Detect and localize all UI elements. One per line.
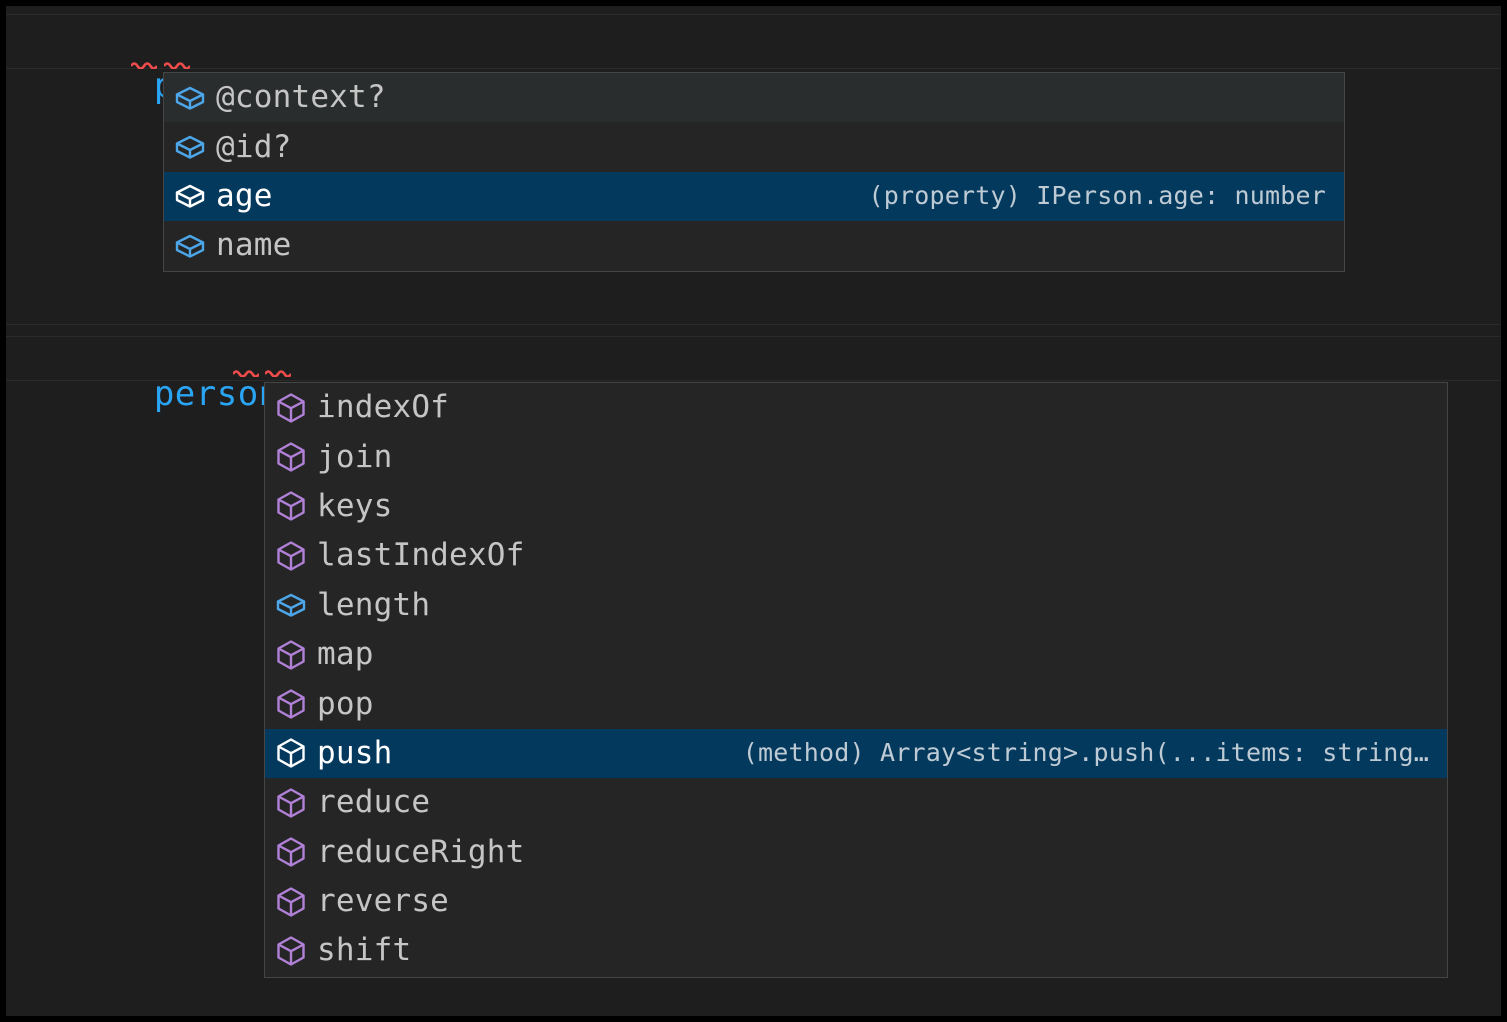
- suggest-item-label: reverse: [317, 883, 450, 920]
- suggest-item-age[interactable]: age (property) IPerson.age: number: [164, 171, 1344, 222]
- editor-screen: person.; person.name.; @context?@id?age(…: [6, 6, 1501, 1016]
- suggest-item-reverse[interactable]: reverse: [265, 876, 1447, 927]
- suggest-item-label: reduceRight: [317, 833, 525, 870]
- suggest-item-detail: (method) Array<string>.push(...items: st…: [742, 740, 1429, 767]
- property-cube-icon: [172, 129, 208, 165]
- suggest-item-indexof[interactable]: indexOf: [265, 383, 1447, 433]
- method-cube-icon: [273, 785, 309, 821]
- suggest-item-reduce[interactable]: reduce: [265, 778, 1447, 828]
- suggest-item-label: @context?: [216, 79, 386, 116]
- suggest-item-length[interactable]: length: [265, 580, 1447, 630]
- method-cube-icon: [273, 735, 309, 771]
- method-cube-icon: [273, 686, 309, 722]
- suggest-widget-person-name[interactable]: indexOf join keys lastIndexOf length map pop pu…: [264, 382, 1448, 978]
- suggest-item-label: pop: [317, 685, 374, 722]
- editor-rule-line2-top: [6, 336, 1501, 337]
- suggest-item-label: shift: [317, 932, 412, 969]
- suggest-item-label: push: [317, 734, 393, 771]
- method-cube-icon: [273, 538, 309, 574]
- suggest-item-label: reduce: [317, 784, 431, 821]
- suggest-item-label: lastIndexOf: [317, 537, 525, 574]
- suggest-item-detail: (property) IPerson.age: number: [868, 183, 1326, 210]
- suggest-item-label: @id?: [216, 128, 292, 165]
- suggest-item-label: keys: [317, 487, 393, 524]
- method-cube-icon: [273, 439, 309, 475]
- suggest-item-id[interactable]: @id?: [164, 122, 1344, 172]
- suggest-item-label: length: [317, 586, 431, 623]
- property-cube-icon: [172, 80, 208, 116]
- token-identifier-person-2: person: [153, 374, 280, 414]
- suggest-item-lastindexof[interactable]: lastIndexOf: [265, 531, 1447, 581]
- method-cube-icon: [273, 933, 309, 969]
- suggest-item-reduceright[interactable]: reduceRight: [265, 827, 1447, 877]
- editor-rule-above-line2: [6, 324, 1501, 325]
- suggest-item-label: age: [216, 177, 273, 214]
- suggest-item-label: map: [317, 636, 374, 673]
- suggest-item-keys[interactable]: keys: [265, 481, 1447, 532]
- method-cube-icon: [273, 488, 309, 524]
- method-cube-icon: [273, 390, 309, 426]
- suggest-item-join[interactable]: join: [265, 432, 1447, 482]
- method-cube-icon: [273, 884, 309, 920]
- suggest-item-context[interactable]: @context?: [164, 73, 1344, 123]
- suggest-item-shift[interactable]: shift: [265, 926, 1447, 976]
- property-cube-icon: [172, 228, 208, 264]
- suggest-item-label: join: [317, 438, 393, 475]
- suggest-item-label: name: [216, 227, 292, 264]
- editor-rule-line2-bottom: [6, 380, 1501, 381]
- property-cube-icon: [172, 178, 208, 214]
- suggest-item-name[interactable]: name: [164, 221, 1344, 271]
- suggest-widget-person[interactable]: @context? @id? age (property) IPerson.age: …: [163, 72, 1345, 272]
- suggest-item-push[interactable]: push (method) Array<string>.push(...items…: [265, 728, 1447, 779]
- property-cube-icon: [273, 587, 309, 623]
- suggest-item-map[interactable]: map: [265, 629, 1447, 680]
- editor-rule-under-line1: [6, 68, 1501, 69]
- editor-rule-top: [6, 14, 1501, 15]
- suggest-item-pop[interactable]: pop: [265, 679, 1447, 729]
- method-cube-icon: [273, 834, 309, 870]
- method-cube-icon: [273, 637, 309, 673]
- suggest-item-label: indexOf: [317, 389, 450, 426]
